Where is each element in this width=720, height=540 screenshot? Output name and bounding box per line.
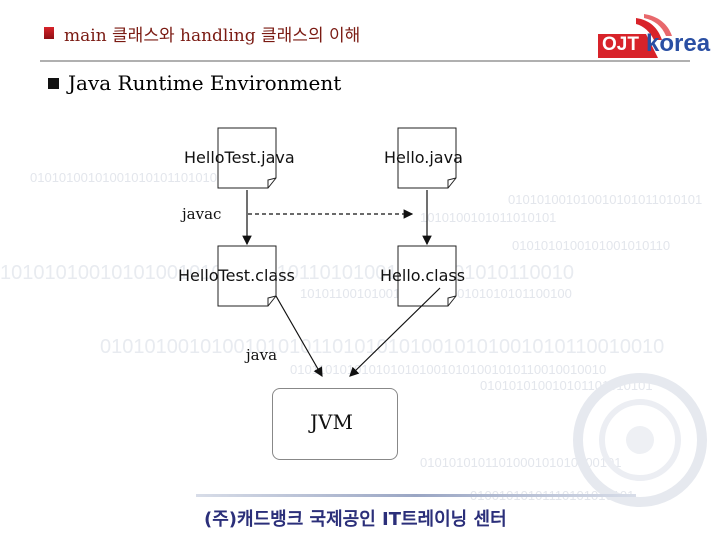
ojt-korea-logo <box>598 14 672 58</box>
logo-ojt-text: OJT <box>602 34 639 55</box>
node-hello-class: Hello.class <box>380 266 466 285</box>
node-hello-java: Hello.java <box>384 148 463 167</box>
node-hellotest-java: HelloTest.java <box>184 148 295 167</box>
node-hellotest-class: HelloTest.class <box>178 266 295 285</box>
background-binary: 0101010101101000101010100101 <box>420 455 622 470</box>
jvm-box <box>272 388 398 460</box>
background-binary: 010101001010010101011010101 <box>508 192 703 207</box>
file-icon-hellotest-java <box>217 127 277 189</box>
section-heading: Java Runtime Environment <box>68 71 342 95</box>
section-bullet-icon <box>48 78 59 89</box>
file-icon-hello-class <box>397 245 457 307</box>
background-binary: 1010100101011010101 <box>420 210 557 225</box>
title-divider <box>40 60 690 62</box>
logo-korea-text: korea <box>646 30 711 57</box>
footer-text: (주)캐드뱅크 국제공인 IT트레이닝 센터 <box>204 509 507 530</box>
jvm-label: JVM <box>310 410 353 434</box>
footer-divider <box>196 494 636 497</box>
file-icon-hello-java <box>397 127 457 189</box>
background-binary: 01010100101001010101101010101 <box>30 170 239 185</box>
javac-command-label: javac <box>182 205 222 223</box>
arrow-hello-class-to-jvm <box>349 287 441 377</box>
background-binary: 0101010010100101010110101010100101010010… <box>100 336 665 358</box>
slide-title: main 클래스와 handling 클래스의 이해 <box>64 26 361 46</box>
arrow-hellotest-class-to-jvm <box>275 295 323 378</box>
java-command-label: java <box>246 346 278 364</box>
file-icon-hellotest-class <box>217 245 277 307</box>
background-binary: 0101010100101001010110 <box>512 238 671 253</box>
background-binary: 0101101010101010101001010100101011001001… <box>290 362 607 377</box>
title-bullet-icon <box>44 27 54 39</box>
